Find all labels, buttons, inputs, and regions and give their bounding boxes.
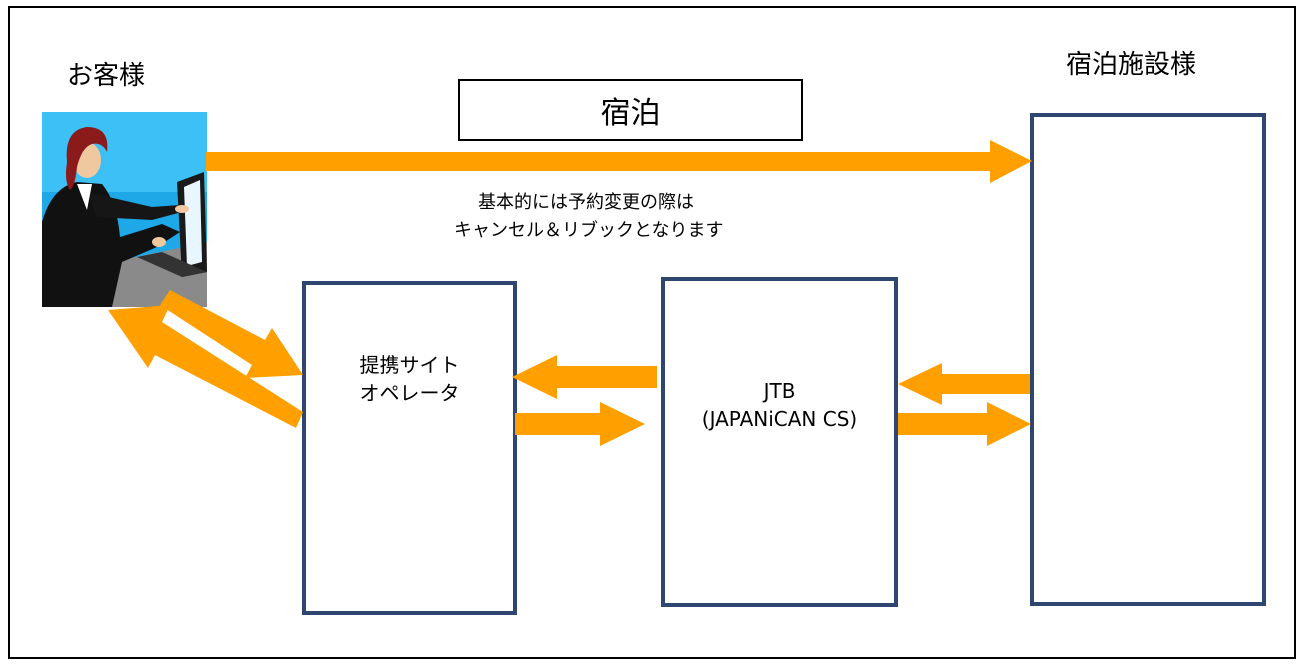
jtb-box: JTB (JAPANiCAN CS) [661, 277, 898, 607]
facility-label: 宿泊施設様 [1066, 50, 1197, 80]
customer-label: お客様 [67, 61, 146, 91]
diagram-frame [8, 6, 1296, 659]
note-line-1: 基本的には予約変更の際は [478, 192, 694, 213]
stay-label: 宿泊 [600, 96, 661, 131]
partner-box-line-1: 提携サイト [359, 353, 460, 377]
jtb-box-line-2: (JAPANiCAN CS) [701, 407, 858, 431]
stay-box: 宿泊 [458, 79, 803, 141]
accommodation-facility-box [1030, 113, 1266, 606]
jtb-box-line-1: JTB [763, 379, 796, 403]
note-line-2: キャンセル＆リブックとなります [454, 220, 724, 241]
partner-site-operator-box: 提携サイト オペレータ [302, 281, 517, 615]
partner-box-line-2: オペレータ [359, 381, 460, 405]
